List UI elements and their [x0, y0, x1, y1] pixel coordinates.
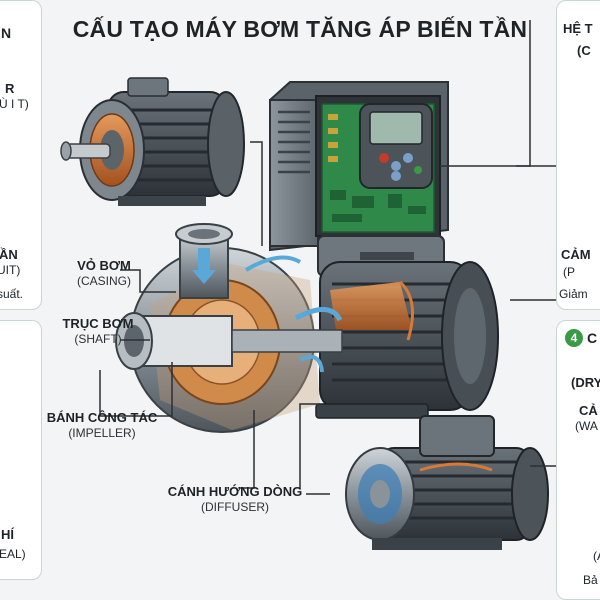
left-top-panel: N R Ù I T) ẦN UIT) suất.	[0, 0, 42, 310]
right-bottom-panel: 4 C (DRY CẢ (WA (A Bả	[556, 320, 600, 600]
right-top-line2: (C	[577, 43, 591, 58]
right-bottom-line4: (WA	[575, 419, 598, 433]
right-top-line5: Giảm	[559, 287, 588, 301]
left-top-line5: UIT)	[0, 263, 21, 277]
shaft-label: TRỤC BƠM	[62, 316, 134, 331]
leader-lines	[99, 20, 556, 495]
right-top-panel: HỆ T (C CẢM (P Giảm	[556, 0, 600, 310]
diffuser-label: CÁNH HƯỚNG DÒNG	[167, 484, 303, 499]
right-bottom-line6: Bả	[583, 573, 598, 587]
left-top-line2: R	[5, 81, 15, 96]
casing-sublabel: (CASING)	[77, 274, 131, 288]
right-bottom-line3: CẢ	[579, 403, 598, 418]
small-motor-icon	[60, 77, 245, 206]
small-pump-icon	[345, 415, 549, 550]
impeller-sublabel: (IMPELLER)	[68, 426, 136, 440]
right-top-line1: HỆ T	[563, 21, 593, 36]
right-bottom-line1: C	[587, 330, 598, 346]
step-number-badge: 4	[565, 329, 583, 347]
casing-label: VỎ BƠM	[77, 258, 131, 273]
left-top-line3: Ù I T)	[0, 97, 29, 111]
left-top-line1: N	[1, 25, 12, 41]
left-top-line4: ẦN	[0, 247, 18, 262]
page-title: CẤU TẠO MÁY BƠM TĂNG ÁP BIẾN TẦN	[72, 16, 528, 42]
left-bottom-line1: HÍ	[1, 527, 14, 542]
diffuser-sublabel: (DIFFUSER)	[201, 500, 269, 514]
shaft-sublabel: (SHAFT)	[74, 332, 122, 346]
impeller-label: BÁNH CÔNG TÁC	[46, 410, 158, 425]
right-top-line3: CẢM	[561, 247, 591, 262]
left-top-line6: suất.	[0, 287, 24, 301]
right-bottom-line5: (A	[593, 549, 600, 563]
left-bottom-panel: HÍ EAL)	[0, 320, 42, 580]
pump-casing-icon	[115, 223, 343, 433]
left-bottom-line2: EAL)	[0, 547, 26, 561]
main-motor-icon	[315, 261, 499, 419]
control-box-icon	[269, 81, 449, 277]
right-bottom-line2: (DRY	[571, 375, 600, 390]
right-top-line4: (P	[563, 265, 575, 279]
